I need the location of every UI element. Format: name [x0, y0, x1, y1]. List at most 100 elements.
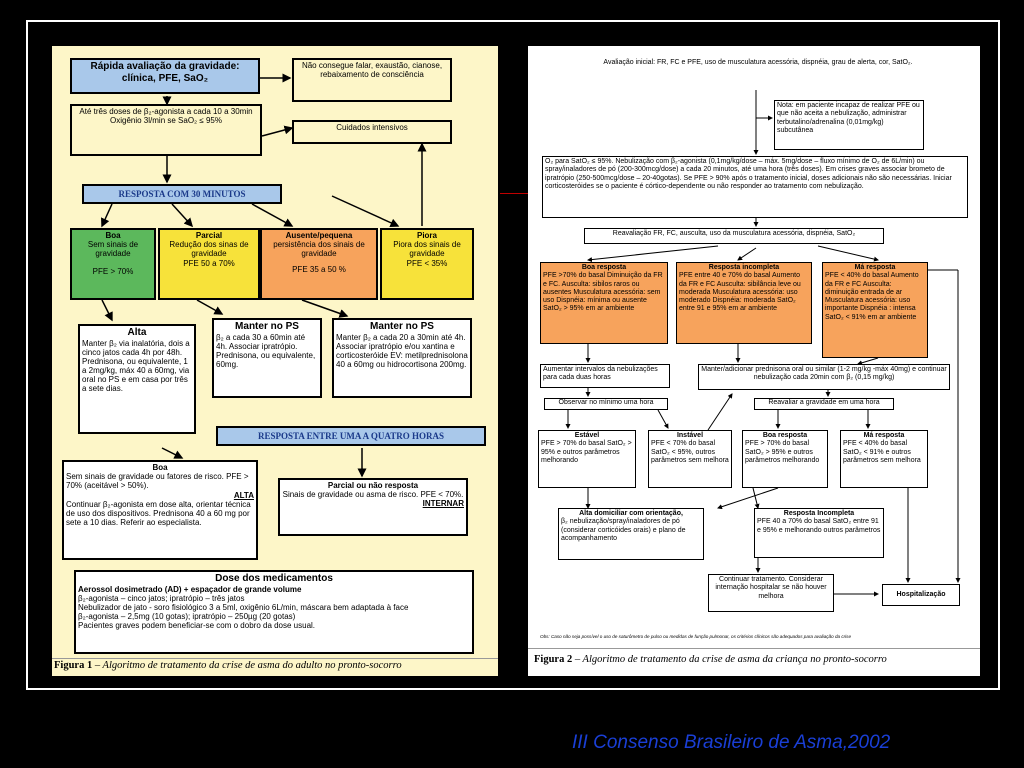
reeval-box: Reavaliação FR, FC, ausculta, uso da mus…	[584, 228, 884, 244]
initial-assessment-text: Avaliação inicial: FR, FC e PFE, uso de …	[603, 59, 913, 66]
connector-line	[500, 193, 528, 194]
stable-text: PFE > 70% do basal SatO₂ > 95% e outros …	[541, 440, 632, 464]
manter-ps-2-box: Manter no PS Manter β₂ a cada 20 a 30min…	[332, 318, 472, 398]
reeval-text: Reavaliação FR, FC, ausculta, uso da mus…	[612, 230, 856, 237]
observe-box: Observar no mínimo uma hora	[544, 398, 668, 410]
good-response-box: Boa resposta PFE >70% do basal Diminuiçã…	[540, 262, 668, 344]
rapid-assessment-box: Rápida avaliação da gravidade: clínica, …	[70, 58, 260, 94]
figure-2-caption-label: Figura 2	[534, 654, 573, 665]
note-box: Nota: em paciente incapaz de realizar PF…	[774, 100, 924, 150]
bad-response-2-title: Má resposta	[863, 432, 905, 439]
boa-box: Boa Sem sinais de gravidade PFE > 70%	[70, 228, 156, 300]
alta-box: Alta Manter β₂ via inalatória, dois a ci…	[78, 324, 196, 434]
boa-title: Boa	[105, 231, 121, 240]
home-discharge-title: Alta domiciliar com orientação,	[579, 510, 683, 517]
figure-1-caption: Figura 1 – Algoritmo de tratamento da cr…	[54, 660, 402, 671]
figure-2-caption: Figura 2 – Algoritmo de tratamento da cr…	[534, 654, 887, 665]
parcial-2-text: Sinais de gravidade ou asma de risco. PF…	[282, 490, 464, 500]
boa-2-tag: ALTA	[233, 490, 254, 500]
boa-text: Sem sinais de gravidade	[87, 240, 139, 259]
manter-ps-1-box: Manter no PS β₂ a cada 30 a 60min até 4h…	[212, 318, 322, 398]
figure-1-caption-label: Figura 1	[54, 660, 93, 671]
boa-pfe: PFE > 70%	[92, 266, 134, 276]
good-response-2-box: Boa resposta PFE > 70% do basal SatO₂ > …	[742, 430, 828, 488]
boa-2-text: Sem sinais de gravidade ou fatores de ri…	[66, 472, 249, 491]
boa-2-title: Boa	[152, 463, 168, 472]
icu-text: Cuidados intensivos	[336, 123, 408, 132]
doses-line-4: β₂-agonista – 2,5mg (10 gotas); ipratróp…	[78, 612, 296, 622]
figure-1-arrows	[101, 73, 427, 478]
figure-2-arrows	[565, 90, 961, 597]
response-1-4h-text: RESPOSTA ENTRE UMA A QUATRO HORAS	[258, 431, 444, 441]
bad-response-2-text: PFE < 40% do basal SatO₂ < 91% e outros …	[843, 440, 921, 464]
piora-box: Piora Piora dos sinais de gravidade PFE …	[380, 228, 474, 300]
doses-title: Dose dos medicamentos	[215, 573, 333, 584]
alta-title: Alta	[127, 327, 147, 338]
maintain-text: Manter/adicionar prednisona oral ou simi…	[701, 366, 947, 382]
bad-response-box: Má resposta PFE < 40% do basal Aumento d…	[822, 262, 928, 358]
incomplete-response-2-box: Resposta Incompleta PFE 40 a 70% do basa…	[754, 508, 884, 558]
unstable-text: PFE < 70% do basal SatO₂ < 95%, outros p…	[651, 440, 729, 464]
maintain-box: Manter/adicionar prednisona oral ou simi…	[698, 364, 950, 390]
manter-ps-2-text: Manter β₂ a cada 20 a 30min até 4h. Asso…	[336, 332, 468, 370]
good-response-2-title: Boa resposta	[762, 432, 808, 439]
parcial-text: Redução dos sinas de gravidade	[169, 240, 249, 259]
home-discharge-box: Alta domiciliar com orientação, β₂ nebul…	[558, 508, 704, 560]
parcial-box: Parcial Redução dos sinas de gravidade P…	[158, 228, 260, 300]
caption-divider	[52, 658, 498, 659]
doses-line-2: β₂-agonista – cinco jatos; ipratrópio – …	[78, 593, 245, 603]
increase-interval-text: Aumentar intervalos da nebulizações para…	[543, 366, 658, 382]
good-response-title: Boa resposta	[581, 264, 627, 271]
boa-2-box: Boa Sem sinais de gravidade ou fatores d…	[62, 460, 258, 560]
caption-divider-2	[528, 648, 980, 649]
good-response-text: PFE >70% do basal Diminuição da FR e FC.…	[543, 272, 663, 313]
continue-treatment-box: Continuar tratamento. Considerar interna…	[708, 574, 834, 612]
incomplete-response-2-title: Resposta Incompleta	[783, 510, 855, 517]
doses-line-3: Nebulizador de jato - soro fisiológico 3…	[78, 602, 409, 612]
figure-1-adult-algorithm: Rápida avaliação da gravidade: clínica, …	[52, 46, 498, 676]
hospitalization-box: Hospitalização	[882, 584, 960, 606]
reassess-text: Reavaliar a gravidade em uma hora	[768, 399, 880, 406]
doses-line-5: Pacientes graves podem beneficiar-se com…	[78, 621, 316, 631]
incomplete-response-text: PFE entre 40 e 70% do basal Aumento da F…	[679, 272, 801, 313]
piora-text: Piora dos sinais de gravidade	[393, 240, 461, 259]
cant-speak-box: Não consegue falar, exaustão, cianose, r…	[292, 58, 452, 102]
response-30min-band: RESPOSTA COM 30 MINUTOS	[82, 184, 282, 204]
obs-note: Obs: Caso não seja possível o uso de sat…	[540, 634, 970, 639]
manter-ps-1-text: β₂ a cada 30 a 60min até 4h. Associar ip…	[216, 332, 316, 370]
doses-box: Dose dos medicamentos Aerossol dosimetra…	[74, 570, 474, 654]
good-response-2-text: PFE > 70% do basal SatO₂ > 95% e outros …	[745, 440, 820, 464]
initial-doses-text: Até três doses de β₂-agonista a cada 10 …	[79, 107, 253, 126]
slide-frame	[26, 20, 1000, 690]
incomplete-response-2-text: PFE 40 a 70% do basal SatO₂ entre 91 e 9…	[757, 518, 881, 534]
response-1-4h-band: RESPOSTA ENTRE UMA A QUATRO HORAS	[216, 426, 486, 446]
continue-treatment-text: Continuar tratamento. Considerar interna…	[715, 576, 827, 600]
bad-response-title: Má resposta	[854, 264, 896, 271]
piora-title: Piora	[416, 231, 437, 240]
doses-line-1: Aerossol dosimetrado (AD) + espaçador de…	[78, 584, 302, 594]
ausente-text: persistência dos sinais de gravidade	[273, 240, 365, 259]
response-30min-text: RESPOSTA COM 30 MINUTOS	[118, 189, 246, 199]
parcial-2-tag: INTERNAR	[422, 499, 464, 509]
observe-text: Observar no mínimo uma hora	[558, 399, 654, 406]
boa-2-text2: Continuar β₂-agonista em dose alta, orie…	[66, 499, 251, 528]
reassess-box: Reavaliar a gravidade em uma hora	[754, 398, 894, 410]
alta-text: Manter β₂ via inalatória, dois a cinco j…	[82, 338, 190, 394]
oxygen-text: O₂ para SatO₂ ≤ 95%. Nebulização com β₂-…	[545, 158, 952, 190]
home-discharge-text: β₂ nebulização/spray/inaladores de pó (c…	[561, 518, 686, 542]
rapid-assessment-title: Rápida avaliação da gravidade: clínica, …	[90, 61, 240, 84]
obs-text: Obs: Caso não seja possível o uso de sat…	[540, 634, 852, 639]
cant-speak-text: Não consegue falar, exaustão, cianose, r…	[301, 61, 443, 80]
icu-box: Cuidados intensivos	[292, 120, 452, 144]
footer-citation: III Consenso Brasileiro de Asma,2002	[572, 732, 891, 753]
note-text: Nota: em paciente incapaz de realizar PF…	[777, 102, 920, 134]
parcial-title: Parcial	[195, 231, 223, 240]
incomplete-response-title: Resposta incompleta	[708, 264, 780, 271]
manter-ps-1-title: Manter no PS	[235, 321, 299, 332]
piora-pfe: PFE < 35%	[406, 258, 448, 268]
oxygen-box: O₂ para SatO₂ ≤ 95%. Nebulização com β₂-…	[542, 156, 968, 218]
manter-ps-2-title: Manter no PS	[370, 321, 434, 332]
bad-response-2-box: Má resposta PFE < 40% do basal SatO₂ < 9…	[840, 430, 928, 488]
ausente-title: Ausente/pequena	[285, 231, 353, 240]
initial-doses-box: Até três doses de β₂-agonista a cada 10 …	[70, 104, 262, 156]
